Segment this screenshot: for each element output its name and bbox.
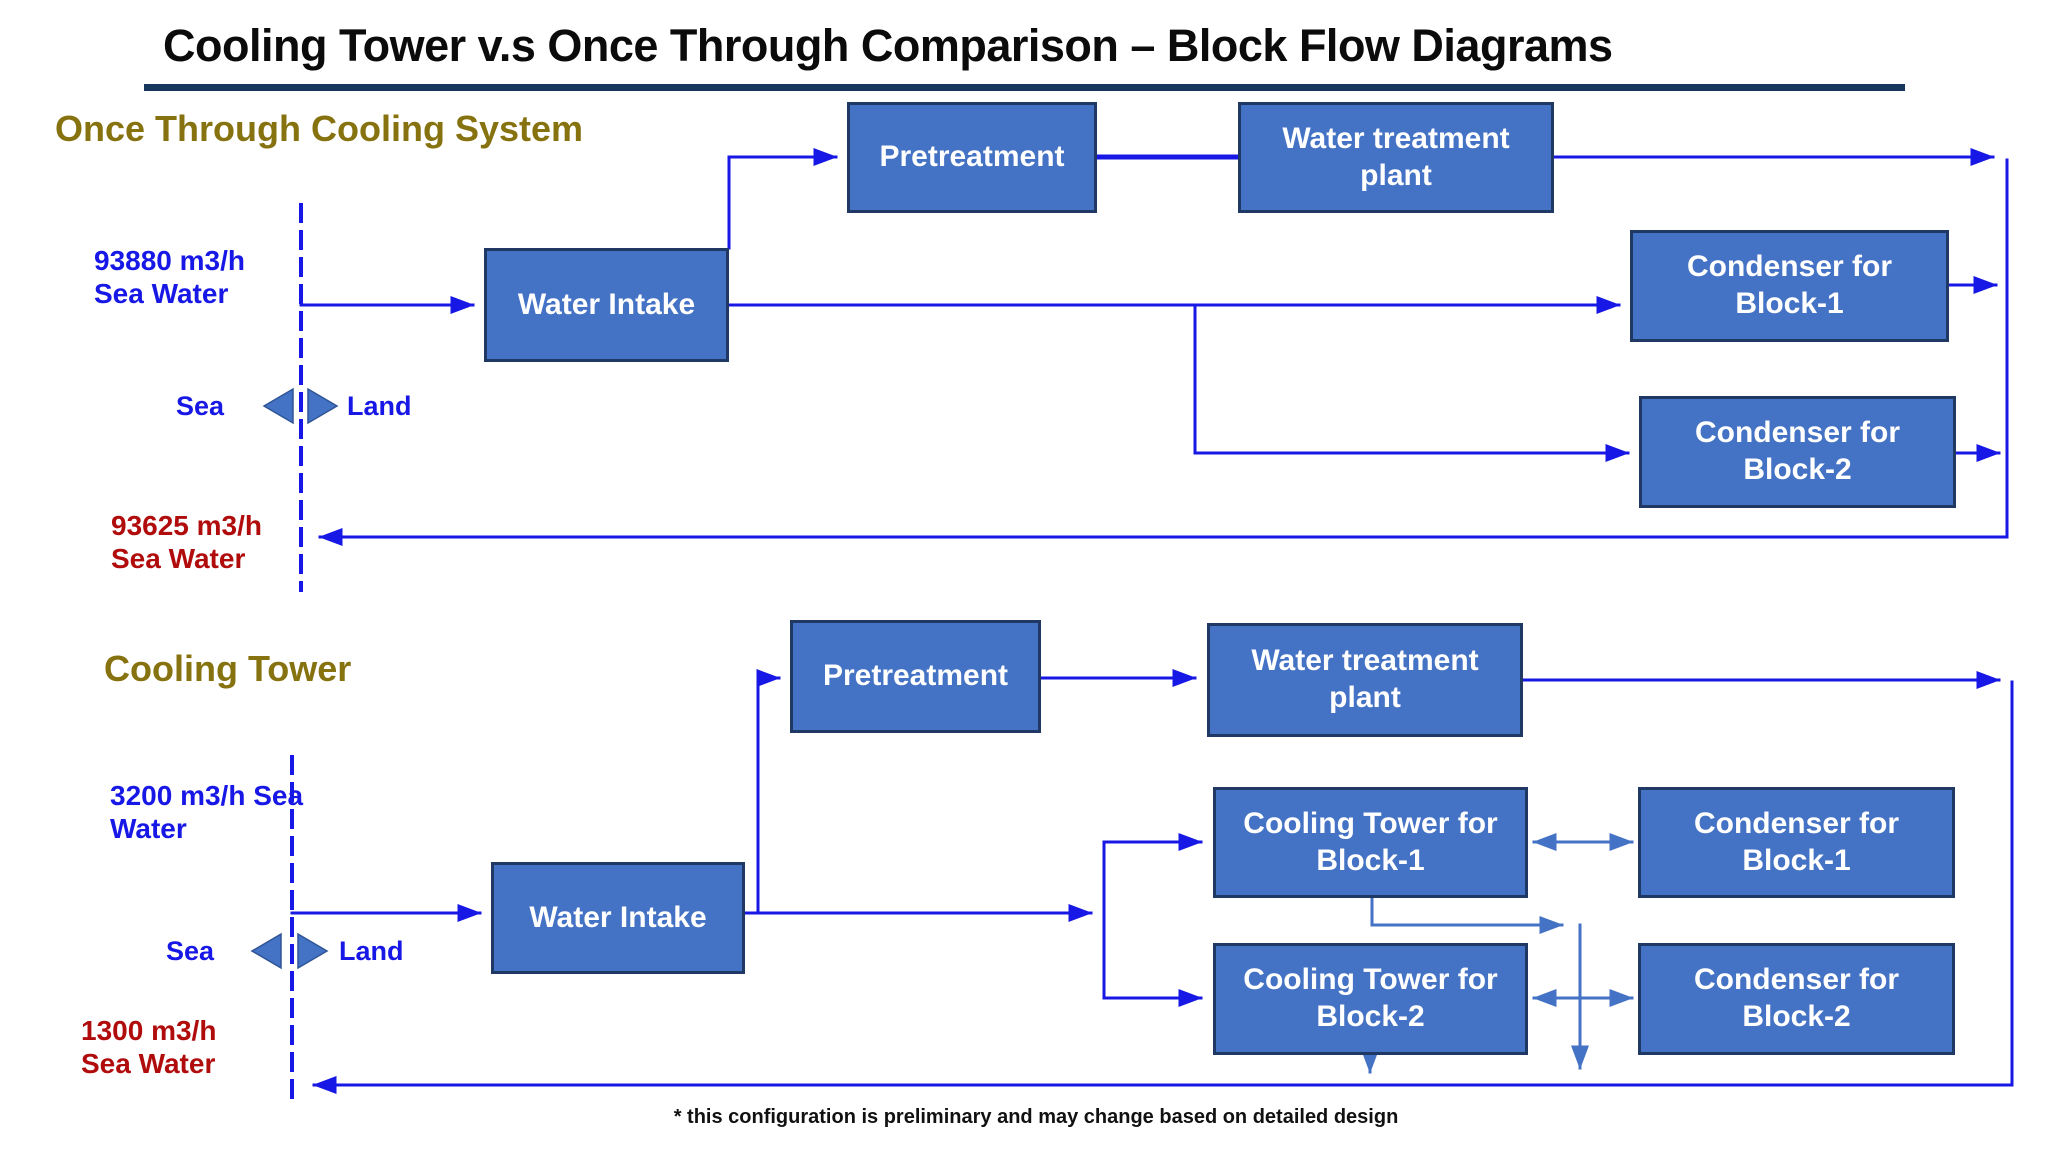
sea-triangle-icon xyxy=(250,932,282,970)
section-heading-once-through: Once Through Cooling System xyxy=(55,108,584,149)
box-pretreatment-top: Pretreatment xyxy=(847,102,1097,213)
arrow-return-to-sea-bottom xyxy=(312,680,2014,1094)
sea-label-top: Sea xyxy=(175,391,224,421)
intake-flow-label-bottom: 3200 m3/h Sea Water xyxy=(110,779,303,845)
footnote: * this configuration is preliminary and … xyxy=(673,1106,1399,1128)
sea-land-indicator-top xyxy=(262,387,339,425)
land-label-bottom: Land xyxy=(339,936,404,966)
sea-triangle-icon xyxy=(262,387,294,425)
flow-value: 3200 m3/h Sea xyxy=(110,780,304,811)
arrow-water-intake-to-pretreatment-bottom xyxy=(756,669,781,915)
box-water-treatment-plant-top: Water treatment plant xyxy=(1238,102,1554,213)
box-condenser-block1-top: Condenser for Block-1 xyxy=(1630,230,1949,342)
land-triangle-icon xyxy=(297,932,329,970)
sea-land-indicator-bottom xyxy=(250,932,329,970)
section-heading-cooling-tower: Cooling Tower xyxy=(104,648,352,689)
flow-value: 93880 m3/h xyxy=(94,245,245,276)
box-condenser-block2-top: Condenser for Block-2 xyxy=(1639,396,1956,508)
return-flow-label-top: 93625 m3/h Sea Water xyxy=(111,509,262,575)
arrow-ct1-blowdown xyxy=(1370,896,1564,934)
flow-unit: Sea Water xyxy=(111,543,246,574)
flow-unit: Sea Water xyxy=(81,1048,216,1079)
once-through-connectors xyxy=(299,148,2009,592)
box-cooling-tower-block1: Cooling Tower for Block-1 xyxy=(1213,787,1528,898)
land-label-top: Land xyxy=(347,391,412,421)
flow-unit: Water xyxy=(110,813,187,844)
box-water-intake-top: Water Intake xyxy=(484,248,729,362)
box-water-intake-bottom: Water Intake xyxy=(491,862,745,974)
sea-label-bottom: Sea xyxy=(165,936,214,966)
intake-flow-label-top: 93880 m3/h Sea Water xyxy=(94,244,245,310)
box-condenser-block2-bottom: Condenser for Block-2 xyxy=(1638,943,1955,1055)
arrow-return-to-sea-top xyxy=(318,158,2009,546)
title-underline xyxy=(144,84,1905,91)
box-cooling-tower-block2: Cooling Tower for Block-2 xyxy=(1213,943,1528,1055)
cooling-tower-connectors xyxy=(290,669,2014,1105)
return-flow-label-bottom: 1300 m3/h Sea Water xyxy=(81,1014,216,1080)
cooling-loop-connectors xyxy=(1361,833,1634,1074)
flow-value: 93625 m3/h xyxy=(111,510,262,541)
box-pretreatment-bottom: Pretreatment xyxy=(790,620,1041,733)
flow-unit: Sea Water xyxy=(94,278,229,309)
box-water-treatment-plant-bottom: Water treatment plant xyxy=(1207,623,1523,737)
land-triangle-icon xyxy=(307,387,339,425)
flow-value: 1300 m3/h xyxy=(81,1015,217,1046)
arrow-water-intake-to-pretreatment-top xyxy=(727,148,838,250)
page-title: Cooling Tower v.s Once Through Compariso… xyxy=(163,20,1613,71)
arrow-branch-to-condenser2-top xyxy=(1193,303,1630,462)
box-condenser-block1-bottom: Condenser for Block-1 xyxy=(1638,787,1955,898)
